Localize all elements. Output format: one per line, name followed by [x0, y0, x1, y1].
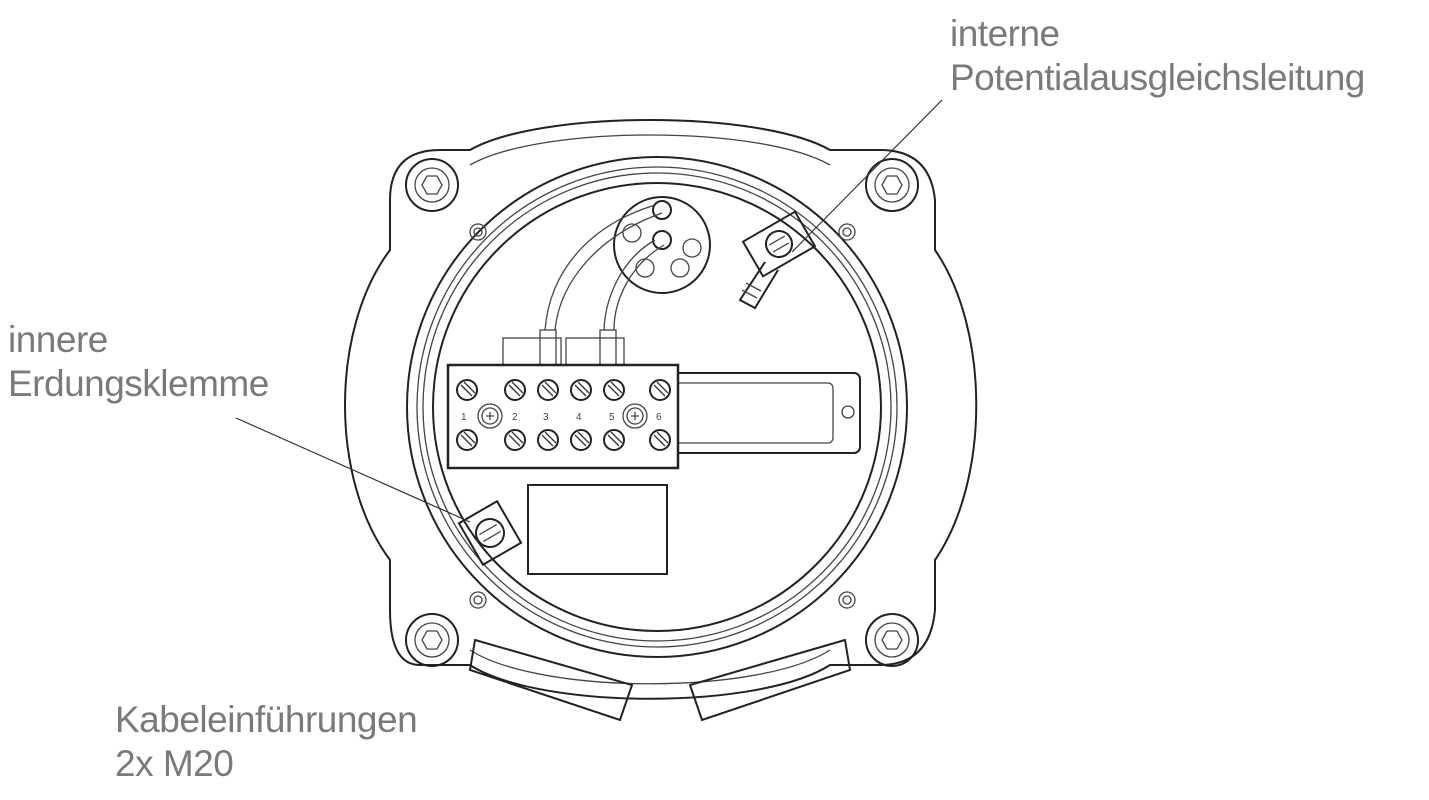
- terminal-screw: [456, 379, 478, 401]
- terminal-number: 1: [461, 412, 467, 423]
- inner-earth-terminal: [457, 499, 523, 567]
- inner-ring: [432, 182, 882, 632]
- terminal-screw: [537, 429, 559, 451]
- terminal-screw: [603, 379, 625, 401]
- wires: [502, 204, 665, 366]
- terminal-number: 5: [609, 412, 615, 423]
- terminal-screw: [649, 379, 671, 401]
- terminal-screw: [537, 379, 559, 401]
- terminal-number: 4: [576, 412, 582, 423]
- potential-leader-line: [791, 99, 943, 253]
- terminal-screw: [570, 429, 592, 451]
- earth-label-line2: Erdungsklemme: [8, 363, 269, 404]
- terminal-screw: [603, 429, 625, 451]
- corner-bolts: [405, 158, 919, 667]
- terminal-screw: [570, 379, 592, 401]
- module-box: [527, 484, 668, 575]
- small-holes: [469, 223, 856, 609]
- terminal-screw: [504, 379, 526, 401]
- earth-leader-line: [235, 417, 471, 523]
- cable-entry-label: Kabeleinführungen 2x M20: [115, 698, 418, 786]
- earth-label-line1: innere: [8, 319, 108, 360]
- potential-equalization-terminal: [738, 210, 817, 310]
- cable-entry-label-line1: Kabeleinführungen: [115, 699, 418, 740]
- earth-label: innere Erdungsklemme: [8, 318, 269, 406]
- terminal-screw: [649, 429, 671, 451]
- terminal-number: 3: [543, 412, 549, 423]
- terminal-block: 1 2 3 4 5 6: [446, 363, 680, 470]
- terminal-screw: [504, 429, 526, 451]
- outer-ring: [406, 156, 908, 658]
- cable-entries: [468, 638, 852, 722]
- potential-label-line1: interne: [950, 13, 1060, 54]
- terminal-number: 2: [512, 412, 518, 423]
- terminal-number: 6: [656, 412, 662, 423]
- feedthrough-disc: [613, 196, 711, 294]
- potential-label-line2: Potentialausgleichsleitung: [950, 57, 1365, 98]
- potential-label: interne Potentialausgleichsleitung: [950, 12, 1365, 100]
- housing-outline: [344, 119, 978, 700]
- cable-entry-label-line2: 2x M20: [115, 743, 234, 784]
- terminal-screw: [456, 429, 478, 451]
